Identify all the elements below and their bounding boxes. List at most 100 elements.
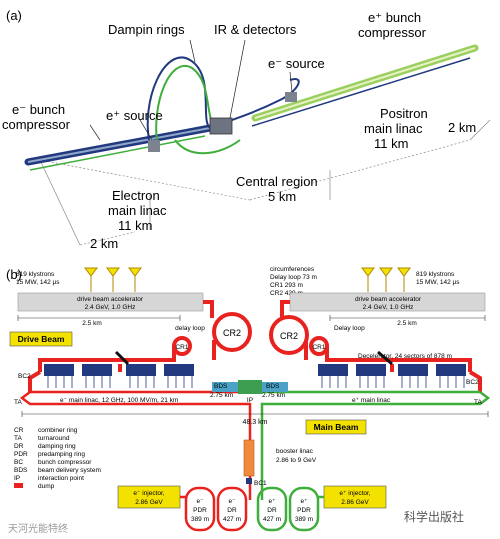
dba-right-spec: 2.4 GeV, 1.0 GHz <box>363 304 414 311</box>
dr-left-name: DR <box>227 507 237 514</box>
injection-mark-left <box>114 350 130 366</box>
cr1-left-label: CR1 <box>175 344 188 351</box>
legend-abbr: CR <box>14 427 24 434</box>
circumference-cr1: CR1 293 m <box>270 282 303 289</box>
klystrons-right-count: 819 klystrons <box>416 271 455 278</box>
cr2-left-label: CR2 <box>223 328 241 338</box>
booster-linac <box>243 439 255 477</box>
bds-right-block <box>262 382 288 392</box>
drive-beam-box <box>9 331 73 347</box>
dba-right-length: 2.5 km <box>397 320 417 327</box>
positron-source-label: e⁺ source <box>106 108 163 123</box>
panel-a: (a) <box>2 8 491 251</box>
decelerator-label: Decelerator, 24 sectors of 878 m <box>358 353 452 360</box>
pdr-right-length: 389 m <box>295 516 313 523</box>
dba-left-title: drive beam accelerator <box>77 296 144 303</box>
legend-abbr: IP <box>14 475 20 482</box>
electron-injector-energy: 2.86 GeV <box>135 499 163 506</box>
damping-rings-label: Dampin rings <box>108 22 185 37</box>
bc2-left-label: BC2 <box>18 373 31 380</box>
bds-left-block <box>212 382 238 392</box>
pdr-left-particle: e⁻ <box>196 498 204 505</box>
positron-injector-energy: 2.86 GeV <box>341 499 369 506</box>
dr-right-name: DR <box>267 507 277 514</box>
panel-b: (b) 819 klystrons 15 MW, 142 µs circumfe… <box>6 266 491 532</box>
decelerator-sectors-right <box>318 364 466 376</box>
main-beam-label: Main Beam <box>314 422 359 432</box>
electron-linac <box>24 124 214 171</box>
legend-abbr: DR <box>14 443 24 450</box>
booster-linac-label: booster linac <box>276 448 314 455</box>
klystrons-right <box>361 267 411 292</box>
pdr-left-length: 389 m <box>191 516 209 523</box>
dr-right-particle: e⁺ <box>268 498 276 505</box>
ir-detectors-label: IR & detectors <box>214 22 297 37</box>
bottom-damping-rings <box>180 486 324 532</box>
legend-desc: beam delivery system <box>38 467 101 474</box>
positron-source-block <box>148 140 160 152</box>
klystrons-right-spec: 15 MW, 142 µs <box>416 279 460 286</box>
right-2km-label: 2 km <box>448 120 476 135</box>
electron-compressor-label: compressor <box>2 117 71 132</box>
legend-dump-swatch <box>14 483 23 488</box>
circumferences-title: circumferences <box>270 266 315 273</box>
left-2km-label: 2 km <box>90 236 118 251</box>
panel-a-label: (a) <box>6 8 22 23</box>
positron-linac-label-2: main linac <box>364 121 423 136</box>
bds-left-length: 2.75 km <box>210 392 233 399</box>
legend-desc: turnaround <box>38 435 70 442</box>
dr-left-length: 427 m <box>223 516 241 523</box>
klystrons-left-spec: 15 MW, 142 µs <box>16 279 60 286</box>
watermark-right: 科学出版社 <box>404 510 465 524</box>
injection-mark-right <box>377 350 393 366</box>
ta-left-label: TA <box>14 399 22 406</box>
positron-linac <box>251 44 479 127</box>
main-beam-lines <box>19 390 491 500</box>
bds-right-length: 2.75 km <box>262 392 285 399</box>
electron-main-linac-label: e⁻ main linac, 12 GHz, 100 MV/m, 21 km <box>60 397 178 404</box>
positron-linac-label-1: Positron <box>380 106 428 121</box>
legend-abbr: PDR <box>14 451 28 458</box>
central-region-label: Central region <box>236 174 318 189</box>
positron-linac-length: 11 km <box>374 136 408 151</box>
bds-left-label: BDS <box>214 383 228 390</box>
panel-b-label: (b) <box>6 267 22 282</box>
electron-linac-length: 11 km <box>118 218 152 233</box>
klystrons-left <box>84 267 142 292</box>
legend-desc: damping ring <box>38 443 76 450</box>
positron-injector-label: e⁺ injector, <box>339 490 370 497</box>
bds-right-label: BDS <box>266 383 280 390</box>
circumference-delay-loop: Delay loop 73 m <box>270 274 317 281</box>
ip-block <box>238 380 262 394</box>
drive-beam-label: Drive Beam <box>18 334 65 344</box>
cr2-right-label: CR2 <box>280 331 298 341</box>
central-region-length: 5 km <box>268 189 296 204</box>
dump-marker <box>390 364 394 372</box>
positron-compressor-label: compressor <box>358 25 427 40</box>
dump-marker <box>118 364 122 372</box>
electron-bunch-label: e⁻ bunch <box>12 102 65 117</box>
electron-source-block <box>285 92 297 102</box>
delay-loop-left-label: delay loop <box>175 325 205 332</box>
delay-loop-right-label: Delay loop <box>334 325 365 332</box>
detector-block <box>209 117 233 135</box>
watermark-left: 天河光能特终 <box>8 524 68 535</box>
bc2-right-label: BC2 <box>466 379 479 386</box>
klystrons-left-count: 819 klystrons <box>16 271 55 278</box>
pdr-right-name: PDR <box>297 507 311 514</box>
booster-linac-energy: 2.86 to 9 GeV <box>276 457 317 464</box>
bc1-block <box>246 478 252 484</box>
electron-linac-label-1: Electron <box>112 188 160 203</box>
positron-main-linac-label: e⁺ main linac <box>352 397 391 404</box>
dba-right-title: drive beam accelerator <box>355 296 422 303</box>
dba-left-length: 2.5 km <box>82 320 102 327</box>
drive-beam-rings <box>28 300 482 392</box>
legend: CR combiner ring TA turnaround DR dampin… <box>14 427 101 490</box>
decelerator-sectors-left <box>44 364 194 376</box>
pdr-right-particle: e⁺ <box>300 498 308 505</box>
positron-bunch-label: e⁺ bunch <box>368 10 421 25</box>
cr1-right-label: CR1 <box>312 344 325 351</box>
electron-injector-label: e⁻ injector, <box>133 490 164 497</box>
dr-left-particle: e⁻ <box>228 498 236 505</box>
